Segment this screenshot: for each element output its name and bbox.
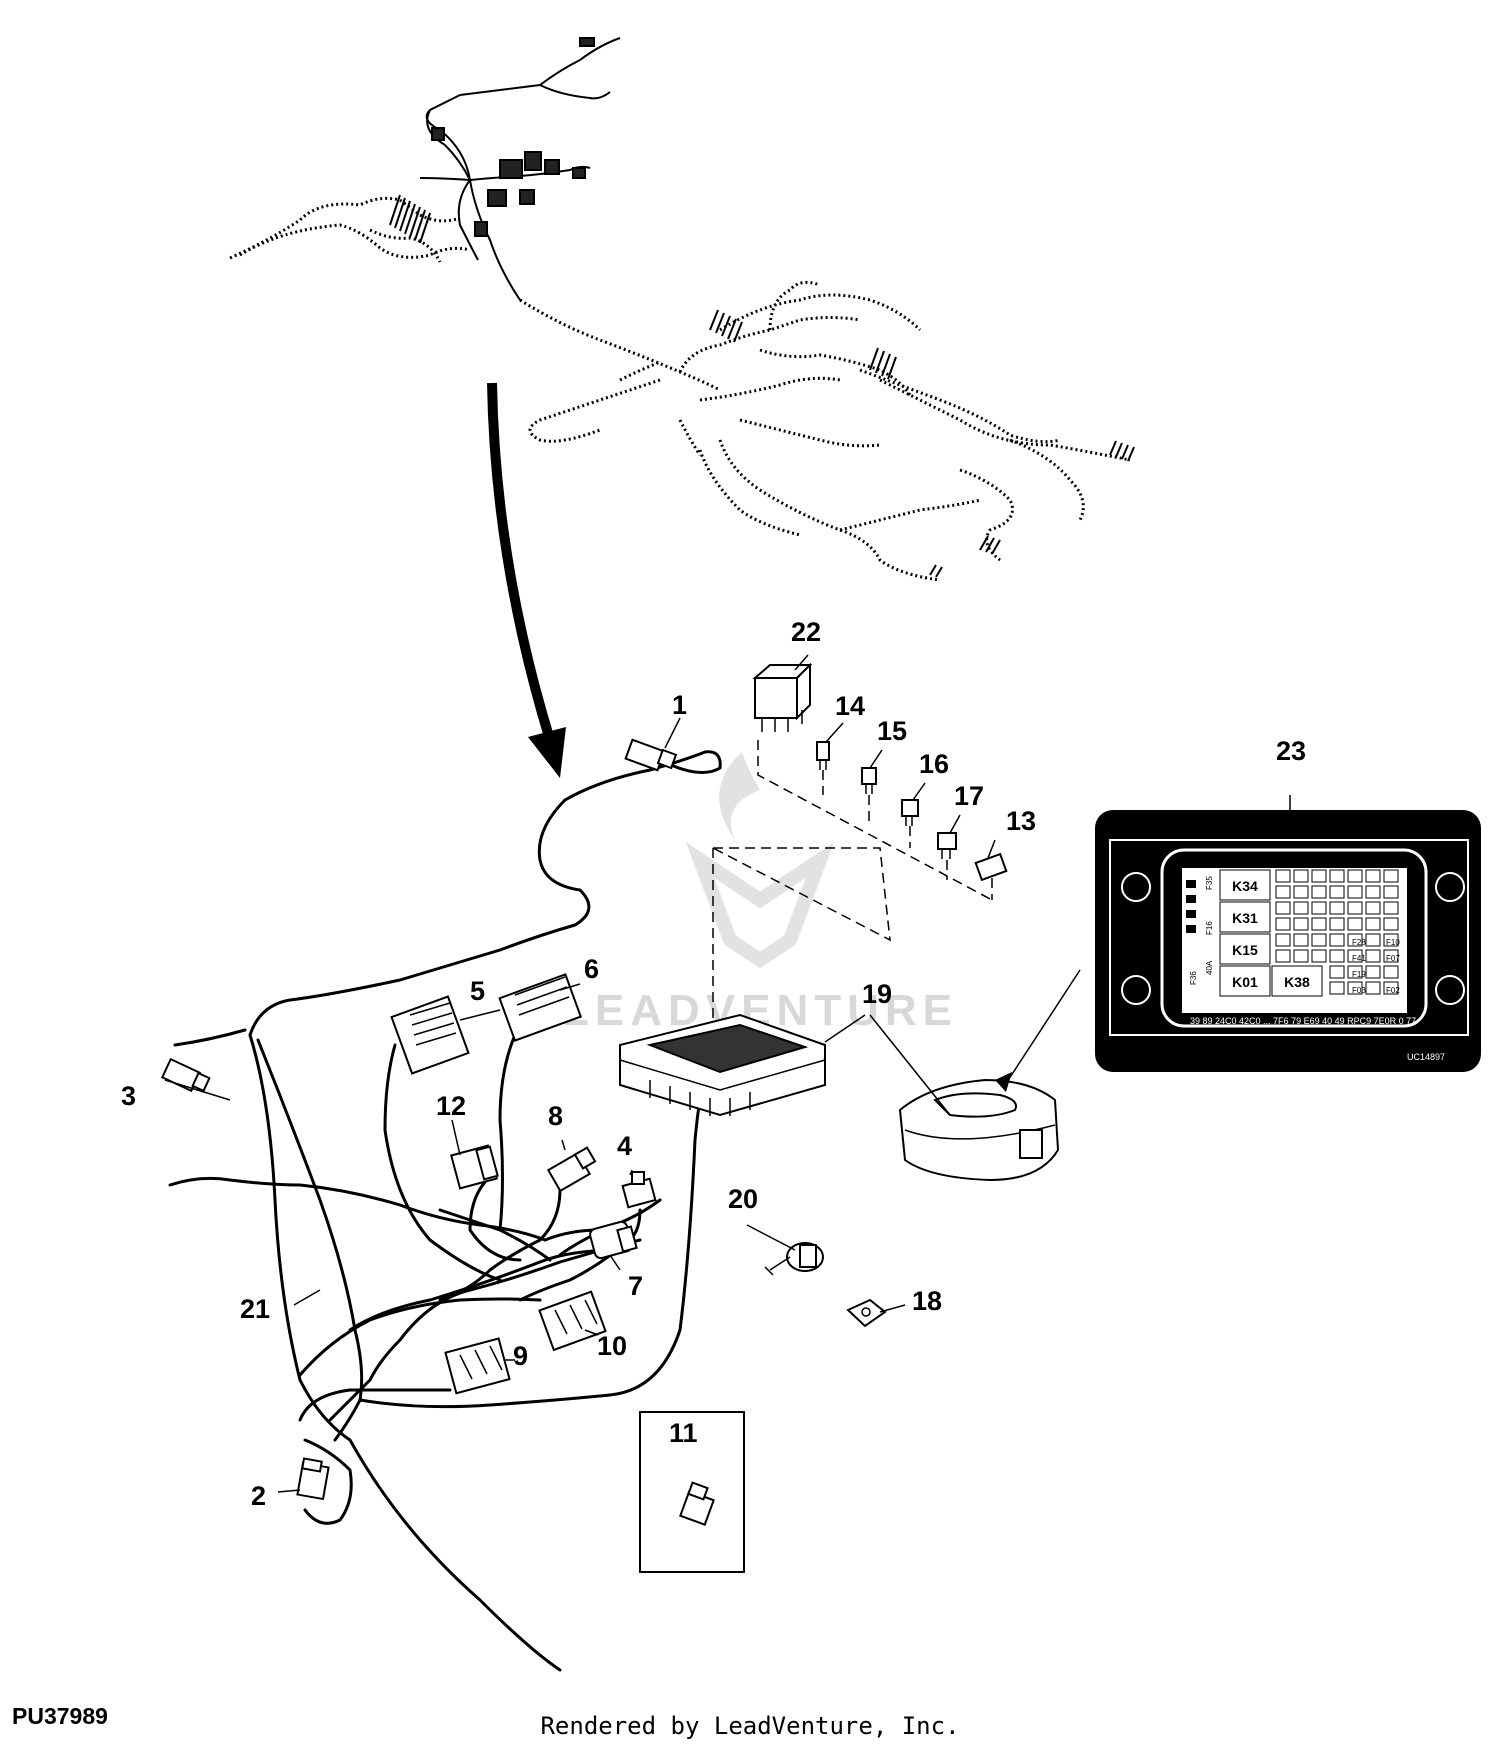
fuse-relay-box-19 xyxy=(619,1013,826,1117)
fuse-f35: F35 xyxy=(1205,876,1214,890)
callout-9: 9 xyxy=(513,1341,528,1371)
connector-7 xyxy=(589,1220,638,1260)
inset-11 xyxy=(639,1411,745,1573)
connector-9 xyxy=(444,1337,511,1395)
install-guides xyxy=(712,740,993,1022)
connector-8 xyxy=(546,1146,597,1193)
inset-image-code: UC14897 xyxy=(1407,1052,1445,1062)
callout-14: 14 xyxy=(835,691,865,721)
callout-1: 1 xyxy=(672,690,687,720)
fuse-f02: F02 xyxy=(1386,986,1400,995)
callout-22: 22 xyxy=(791,617,821,647)
callout-8: 8 xyxy=(548,1101,563,1131)
relay-22 xyxy=(752,662,813,732)
vehicle-harness-overview xyxy=(229,194,1135,582)
callout-21: 21 xyxy=(240,1294,270,1324)
connector-4 xyxy=(621,1171,657,1209)
callout-18: 18 xyxy=(912,1286,942,1316)
connector-3 xyxy=(160,1057,211,1093)
fuse-15 xyxy=(861,767,877,794)
figure-id: PU37989 xyxy=(12,1703,108,1729)
callout-15: 15 xyxy=(877,716,907,746)
fuse-13 xyxy=(974,852,1008,882)
inset-fuse-layout-23: K34 K31 K15 K01 K38 F35 F16 F36 40A F28 … xyxy=(1095,810,1481,1072)
fuse-f07: F07 xyxy=(1386,954,1400,963)
highlighted-harness-overview xyxy=(419,37,621,301)
clamp-20 xyxy=(764,1242,824,1276)
connector-5 xyxy=(390,995,470,1075)
fuse-16 xyxy=(901,799,919,826)
callout-5: 5 xyxy=(470,976,485,1006)
relay-k38: K38 xyxy=(1284,974,1310,990)
relay-k34: K34 xyxy=(1232,878,1258,894)
fuse-f10: F10 xyxy=(1386,938,1400,947)
callout-19: 19 xyxy=(862,979,892,1009)
watermark: LEADVENTURE xyxy=(562,752,952,1035)
callout-11: 11 xyxy=(669,1418,698,1448)
relay-k15: K15 xyxy=(1232,942,1258,958)
fuse-14 xyxy=(816,741,830,770)
callout-10: 10 xyxy=(597,1331,627,1361)
connector-10 xyxy=(538,1290,607,1352)
fuse-17 xyxy=(937,832,957,859)
callout-13: 13 xyxy=(1006,806,1036,836)
nut-18 xyxy=(846,1298,887,1328)
fuse-f41: F41 xyxy=(1352,954,1366,963)
callout-7: 7 xyxy=(628,1271,643,1301)
fuse-40a: 40A xyxy=(1205,960,1214,975)
relay-k01: K01 xyxy=(1232,974,1258,990)
callout-23: 23 xyxy=(1276,736,1306,766)
fuse-box-cover-23 xyxy=(898,1078,1060,1182)
render-credit: Rendered by LeadVenture, Inc. xyxy=(540,1712,960,1740)
leader-lines xyxy=(164,654,1291,1493)
callout-12: 12 xyxy=(436,1091,466,1121)
main-wiring-harness xyxy=(168,750,722,1672)
callout-20: 20 xyxy=(728,1184,758,1214)
fuse-f16: F16 xyxy=(1205,921,1214,935)
connector-1 xyxy=(624,738,678,772)
callouts: 1 2 3 4 5 6 7 8 9 10 11 12 13 14 15 16 1… xyxy=(121,617,1306,1511)
connector-6 xyxy=(498,973,583,1042)
fuse-f28: F28 xyxy=(1352,938,1366,947)
connector-12 xyxy=(450,1144,499,1190)
fuse-f03: F03 xyxy=(1352,986,1366,995)
direction-arrow xyxy=(487,382,566,778)
inset-edge-codes: 39 89 24C0 42C0 ... 7F6 79 E69 40 49 RPC… xyxy=(1190,1016,1416,1026)
callout-17: 17 xyxy=(954,781,984,811)
callout-16: 16 xyxy=(919,749,949,779)
fuse-f36: F36 xyxy=(1189,971,1198,985)
callout-4: 4 xyxy=(617,1131,632,1161)
callout-6: 6 xyxy=(584,954,599,984)
connector-2 xyxy=(296,1457,330,1501)
relay-k31: K31 xyxy=(1232,910,1258,926)
callout-2: 2 xyxy=(251,1481,266,1511)
callout-3: 3 xyxy=(121,1081,136,1111)
fuse-f19: F19 xyxy=(1352,970,1366,979)
